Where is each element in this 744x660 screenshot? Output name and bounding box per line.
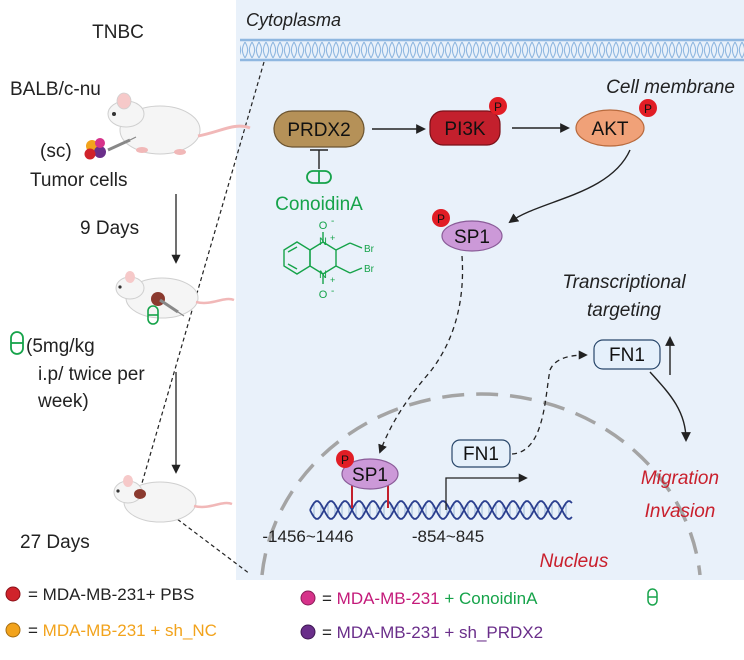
tumor-cells-label: Tumor cells (30, 170, 127, 191)
fn1-gene-node: FN1 (451, 439, 511, 468)
nucleus-envelope (260, 392, 702, 576)
plus-top: + (330, 233, 335, 243)
cell-membrane-bilayer (240, 38, 744, 62)
svg-text:FN1: FN1 (463, 444, 499, 465)
dose-label-line-2: i.p/ twice per (38, 364, 145, 385)
arrow-fn1-export (511, 350, 588, 455)
binding-site-2-label: -854~845 (412, 527, 484, 546)
mouse-with-tumor-icon (113, 475, 233, 523)
minus-top: - (331, 216, 334, 227)
n-plus-bottom: N (319, 269, 327, 281)
binding-site-1-label: -1456~1446 (262, 527, 353, 546)
sp1-nucleus-phospho-badge: P (336, 450, 354, 468)
svg-text:AKT: AKT (592, 119, 629, 140)
sp1-cytoplasm-node: SP1 (441, 220, 503, 252)
transcriptional-label: Transcriptional (562, 272, 686, 293)
pi3k-phospho-badge: P (489, 97, 507, 115)
svg-text:P: P (644, 102, 652, 116)
drug-capsule-icon (647, 588, 658, 606)
mouse-icon (107, 92, 251, 155)
dose-label-line-3: week) (37, 391, 89, 412)
transcription-start-arrow (445, 473, 528, 510)
svg-text:P: P (341, 453, 349, 467)
zoom-line-top (139, 61, 265, 491)
tumor-cells-cluster-icon (84, 138, 106, 160)
minus-bottom: - (331, 286, 334, 297)
syringe-icon (159, 298, 185, 317)
svg-text:P: P (494, 100, 502, 114)
invasion-label: Invasion (645, 501, 716, 522)
arrow-akt-sp1 (508, 149, 631, 224)
akt-node: AKT (575, 109, 645, 147)
br-bottom: Br (364, 264, 375, 275)
day-27-label: 27 Days (20, 532, 90, 553)
cytoplasma-label: Cytoplasma (246, 10, 341, 30)
svg-text:PRDX2: PRDX2 (287, 120, 350, 141)
cell-panel-background (236, 0, 744, 580)
cell-membrane-label: Cell membrane (606, 77, 735, 98)
mouse-with-tumor-icon (115, 271, 235, 319)
svg-text:= MDA-MB-231 + sh_NC: = MDA-MB-231 + sh_NC (28, 621, 217, 640)
day-9-label: 9 Days (80, 218, 139, 239)
br-top: Br (364, 244, 375, 255)
svg-text:FN1: FN1 (609, 345, 645, 366)
dna-strand-2 (309, 500, 573, 520)
prdx2-node: PRDX2 (273, 110, 365, 148)
legend-item-sh-nc: = MDA-MB-231 + sh_NC (5, 621, 217, 640)
plus-bottom: + (330, 275, 335, 285)
drug-capsule-icon (147, 305, 159, 325)
svg-text:P: P (437, 212, 445, 226)
nucleus-label: Nucleus (540, 551, 609, 572)
dna-strand-1 (309, 500, 573, 520)
dna-helix (309, 500, 573, 520)
svg-text:PI3K: PI3K (444, 119, 486, 140)
n-plus-top: N (319, 236, 327, 248)
tnbc-title: TNBC (92, 22, 144, 43)
targeting-label: targeting (587, 300, 661, 321)
svg-text:= MDA-MB-231 + ConoidinA: = MDA-MB-231 + ConoidinA (322, 589, 538, 608)
conoidina-label: ConoidinA (275, 194, 363, 215)
legend-item-pbs: = MDA-MB-231+ PBS (5, 585, 194, 604)
migration-label: Migration (641, 468, 719, 489)
pi3k-node: PI3K (429, 110, 501, 146)
conoidina-chemical-structure (283, 232, 363, 284)
svg-text:SP1: SP1 (352, 465, 388, 486)
o-minus-bottom: O (319, 289, 328, 301)
legend-item-conoidina: = MDA-MB-231 + ConoidinA (300, 588, 658, 608)
sp1-cytoplasm-phospho-badge: P (432, 209, 450, 227)
svg-text:= MDA-MB-231 + sh_PRDX2: = MDA-MB-231 + sh_PRDX2 (322, 623, 543, 642)
legend: = MDA-MB-231+ PBS = MDA-MB-231 + Conoidi… (5, 585, 658, 642)
dose-label-line-1: (5mg/kg (26, 336, 95, 357)
arrow-fn1-outcome (649, 371, 691, 442)
route-sc-label: (sc) (40, 141, 72, 162)
svg-text:SP1: SP1 (454, 227, 490, 248)
syringe-icon (107, 136, 137, 152)
mouse-strain-label: BALB/c-nu (10, 79, 101, 100)
legend-item-sh-prdx2: = MDA-MB-231 + sh_PRDX2 (300, 623, 543, 642)
svg-text:= MDA-MB-231+ PBS: = MDA-MB-231+ PBS (28, 585, 194, 604)
sp1-nucleus-node: SP1 (341, 458, 399, 490)
fn1-protein-node: FN1 (593, 339, 661, 370)
drug-capsule-icon (10, 331, 24, 355)
o-minus-top: O (319, 220, 328, 232)
akt-phospho-badge: P (639, 99, 657, 117)
drug-capsule-icon (306, 170, 332, 184)
